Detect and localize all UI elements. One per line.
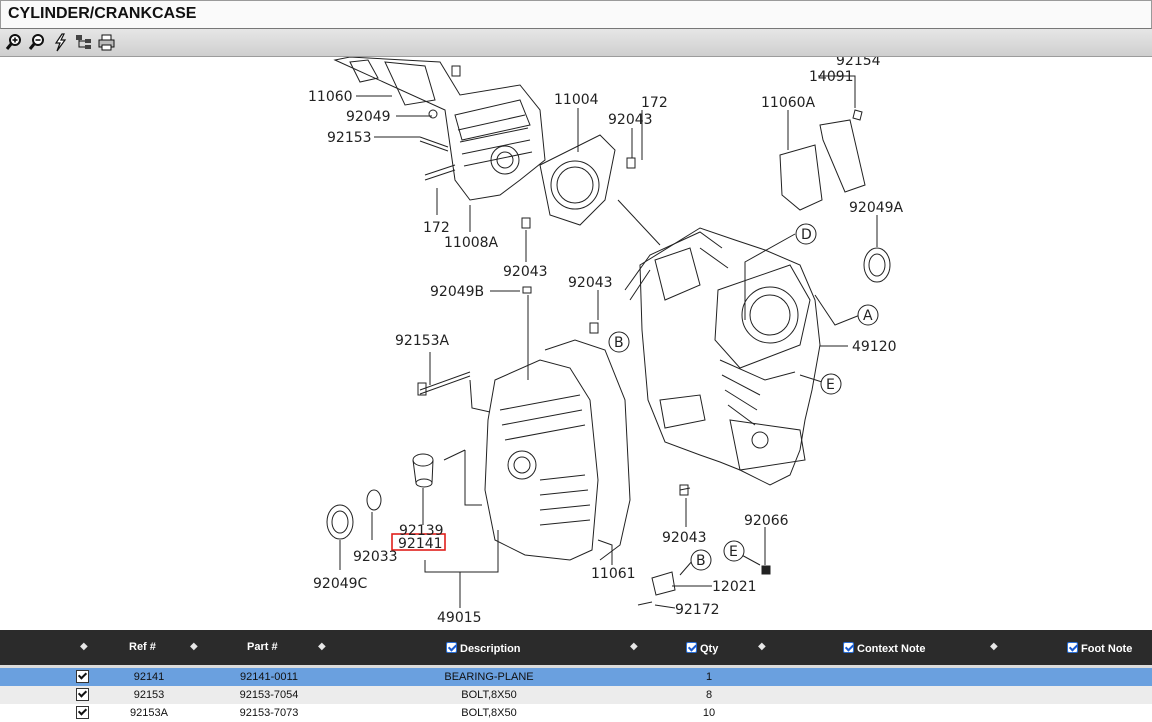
zoom-out-icon[interactable] xyxy=(28,33,47,52)
cell-description: BOLT,8X50 xyxy=(461,689,517,701)
cell-qty: 8 xyxy=(705,689,713,701)
cell-ref: 92153A xyxy=(130,707,168,719)
exploded-parts-diagram[interactable]: 11060 92049 92153 172 11008A 11004 172 9… xyxy=(0,57,1152,630)
ref-marker-e: E xyxy=(729,544,738,560)
callout-11008a[interactable]: 11008A xyxy=(444,235,499,251)
column-header-qty[interactable]: Qty xyxy=(686,641,718,655)
column-header-ref[interactable]: Ref # xyxy=(129,641,156,653)
column-toggle-checkbox[interactable] xyxy=(1067,642,1078,653)
print-icon[interactable] xyxy=(97,33,116,52)
zoom-in-icon[interactable] xyxy=(5,33,24,52)
callout-92172[interactable]: 92172 xyxy=(675,602,720,618)
callout-92049b[interactable]: 92049B xyxy=(430,284,484,300)
sort-icon[interactable]: ◆ xyxy=(758,641,766,652)
column-toggle-checkbox[interactable] xyxy=(686,642,697,653)
callout-49120[interactable]: 49120 xyxy=(852,339,897,355)
callout-92154[interactable]: 92154 xyxy=(836,57,881,69)
callout-92049c[interactable]: 92049C xyxy=(313,576,368,592)
add-to-list-icon[interactable] xyxy=(76,688,89,701)
callout-92153a[interactable]: 92153A xyxy=(395,333,450,349)
sort-icon[interactable]: ◆ xyxy=(190,641,198,652)
callout-11061[interactable]: 11061 xyxy=(591,566,636,582)
callout-172[interactable]: 172 xyxy=(641,95,668,111)
cell-part: 92153-7054 xyxy=(239,689,299,701)
highlight-box xyxy=(391,533,446,551)
callout-92043[interactable]: 92043 xyxy=(568,275,613,291)
cell-ref: 92153 xyxy=(133,689,165,701)
callout-92043[interactable]: 92043 xyxy=(503,264,548,280)
callout-92139[interactable]: 92139 xyxy=(399,523,444,539)
callout-92043[interactable]: 92043 xyxy=(608,112,653,128)
cell-part: 92141-0011 xyxy=(240,671,298,683)
callout-92049a[interactable]: 92049A xyxy=(849,200,904,216)
cell-ref: 92141 xyxy=(133,671,165,683)
ref-marker-a: A xyxy=(863,308,873,324)
cell-description: BOLT,8X50 xyxy=(461,707,517,719)
column-header-foot-note[interactable]: Foot Note xyxy=(1067,641,1132,655)
window-title-bar: CYLINDER/CRANKCASE xyxy=(0,0,1152,29)
callout-14091[interactable]: 14091 xyxy=(809,69,854,85)
callout-92153[interactable]: 92153 xyxy=(327,130,372,146)
callout-92049[interactable]: 92049 xyxy=(346,109,391,125)
cell-qty: 10 xyxy=(702,707,716,719)
column-toggle-checkbox[interactable] xyxy=(446,642,457,653)
sort-icon[interactable]: ◆ xyxy=(990,641,998,652)
ref-marker-b: B xyxy=(614,335,624,351)
sort-icon[interactable]: ◆ xyxy=(630,641,638,652)
callout-12021[interactable]: 12021 xyxy=(712,579,757,595)
cell-part: 92153-7073 xyxy=(239,707,299,719)
callout-92033[interactable]: 92033 xyxy=(353,549,398,565)
page-title: CYLINDER/CRANKCASE xyxy=(8,5,197,22)
callout-172[interactable]: 172 xyxy=(423,220,450,236)
parts-table-body: 92141 92141-0011 BEARING-PLANE 1 92153 9… xyxy=(0,665,1152,720)
sort-icon[interactable]: ◆ xyxy=(80,641,88,652)
table-row[interactable]: 92153A 92153-7073 BOLT,8X50 10 xyxy=(0,704,1152,722)
diagram-canvas: 11060 92049 92153 172 11008A 11004 172 9… xyxy=(308,57,904,626)
column-header-part[interactable]: Part # xyxy=(247,641,278,653)
toolbar xyxy=(0,29,1152,57)
callout-11004[interactable]: 11004 xyxy=(554,92,599,108)
tree-icon[interactable] xyxy=(74,33,93,52)
callout-11060a[interactable]: 11060A xyxy=(761,95,816,111)
cell-description: BEARING-PLANE xyxy=(444,671,534,683)
table-row[interactable]: 92153 92153-7054 BOLT,8X50 8 xyxy=(0,686,1152,704)
column-header-description[interactable]: Description xyxy=(446,641,521,655)
column-header-context-note-label: Context Note xyxy=(857,643,926,655)
parts-table-header: ◆ Ref # ◆ Part # ◆ Description ◆ Qty ◆ C… xyxy=(0,630,1152,665)
ref-marker-d: D xyxy=(801,227,812,243)
ref-marker-b: B xyxy=(696,553,706,569)
column-header-foot-note-label: Foot Note xyxy=(1081,643,1133,655)
callout-11060[interactable]: 11060 xyxy=(308,89,353,105)
callout-92043[interactable]: 92043 xyxy=(662,530,707,546)
add-to-list-icon[interactable] xyxy=(76,670,89,683)
column-header-description-label: Description xyxy=(460,643,521,655)
add-to-list-icon[interactable] xyxy=(76,706,89,719)
column-toggle-checkbox[interactable] xyxy=(843,642,854,653)
callout-92141[interactable]: 92141 xyxy=(398,536,443,552)
table-row[interactable]: 92141 92141-0011 BEARING-PLANE 1 xyxy=(0,668,1152,686)
column-header-context-note[interactable]: Context Note xyxy=(843,641,925,655)
column-header-qty-label: Qty xyxy=(700,643,719,655)
ref-marker-e: E xyxy=(826,377,835,393)
cell-qty: 1 xyxy=(705,671,713,683)
callout-49015[interactable]: 49015 xyxy=(437,610,482,626)
callout-92066[interactable]: 92066 xyxy=(744,513,789,529)
sort-icon[interactable]: ◆ xyxy=(318,641,326,652)
flash-icon[interactable] xyxy=(51,33,70,52)
